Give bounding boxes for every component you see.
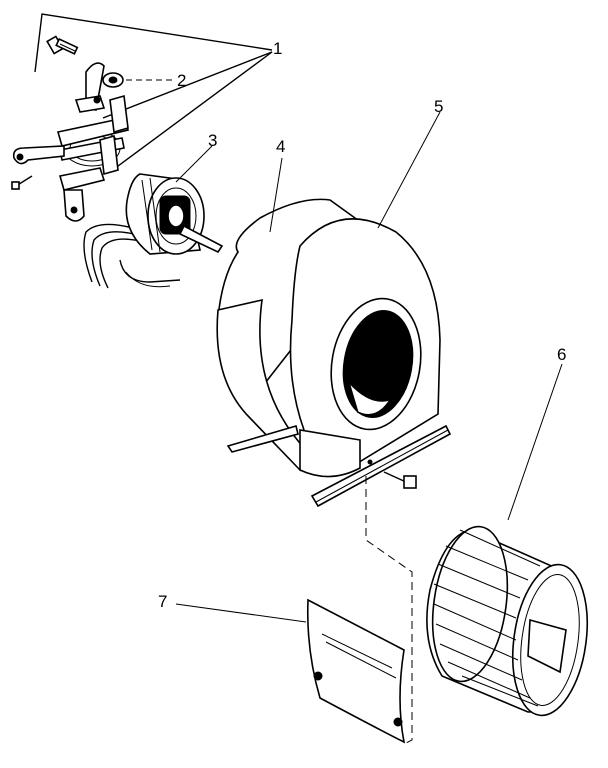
callout-2: 2 — [177, 71, 186, 90]
callout-1-leaders — [34, 13, 273, 173]
blower-housing-icon — [216, 198, 452, 745]
grommet-icon — [102, 72, 172, 88]
callout-3: 3 — [208, 131, 217, 150]
screw-icon — [11, 175, 33, 190]
leader-6 — [507, 363, 563, 521]
callout-4: 4 — [276, 137, 285, 156]
motor-icon — [83, 173, 224, 289]
callout-7: 7 — [158, 592, 167, 611]
leader-5 — [377, 111, 441, 229]
leader-lines — [175, 111, 563, 623]
callout-6: 6 — [557, 345, 566, 364]
bolt-icon — [46, 35, 79, 55]
wheel-blades — [433, 529, 541, 707]
motor-mount-icon — [11, 35, 130, 222]
callout-1: 1 — [273, 39, 282, 58]
housing-screw-icon — [367, 459, 417, 489]
leader-4 — [269, 157, 283, 233]
leader-7 — [175, 603, 307, 623]
cutoff-plate-icon — [306, 598, 406, 744]
blower-wheel-icon — [426, 525, 588, 717]
leader-3 — [175, 145, 213, 183]
callout-5: 5 — [434, 97, 443, 116]
